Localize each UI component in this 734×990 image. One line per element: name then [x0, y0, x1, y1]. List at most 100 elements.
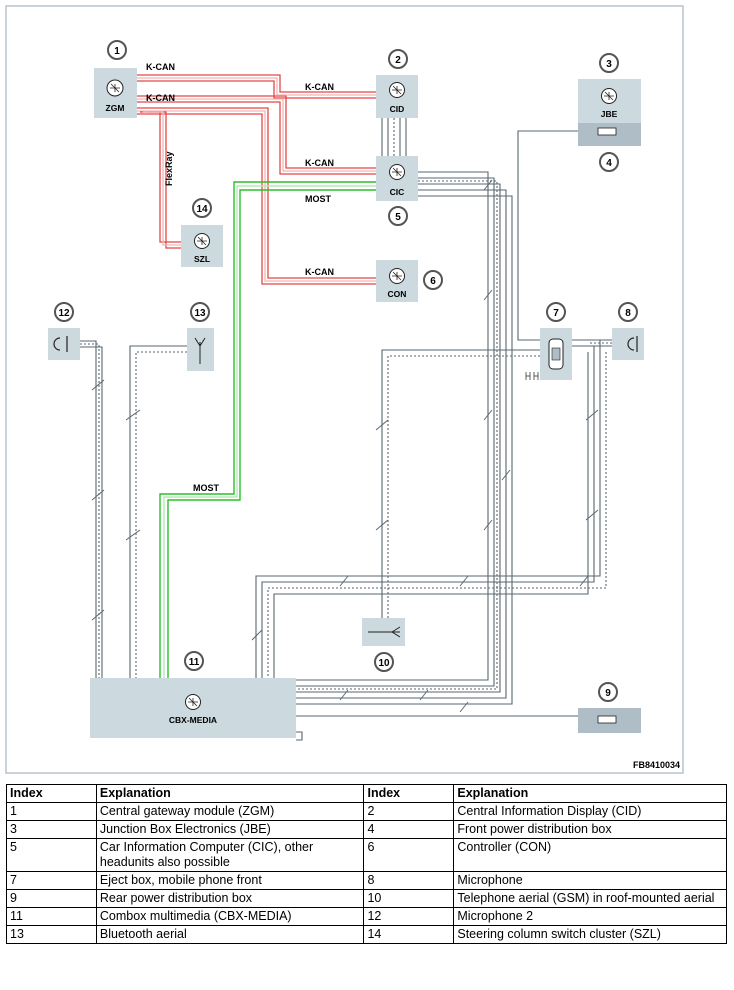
legend-explanation: Junction Box Electronics (JBE) — [95, 820, 365, 839]
index-markers: 1 2 3 4 5 6 7 8 9 10 11 12 13 14 — [54, 40, 638, 702]
kcan-label: K-CAN — [146, 93, 175, 103]
module-szl-label: SZL — [194, 254, 210, 264]
legend-explanation: Eject box, mobile phone front — [95, 871, 365, 890]
legend-row: 1 Central gateway module (ZGM) 2 Central… — [6, 802, 727, 821]
legend-row: 5 Car Information Computer (CIC), other … — [6, 838, 727, 872]
telephone-aerial — [362, 618, 405, 646]
bluetooth-aerial — [187, 328, 214, 371]
legend-explanation: Controller (CON) — [453, 838, 727, 872]
marker-7: 7 — [546, 302, 566, 322]
marker-10: 10 — [374, 652, 394, 672]
svg-text:11: 11 — [189, 657, 200, 668]
microphone-2 — [48, 328, 80, 360]
legend-explanation: Central Information Display (CID) — [453, 802, 727, 821]
legend-index: 8 — [363, 871, 455, 890]
svg-text:2: 2 — [395, 55, 401, 66]
flexray-wiring — [140, 111, 181, 249]
module-cbx-label: CBX-MEDIA — [169, 715, 217, 725]
legend-row: 7 Eject box, mobile phone front 8 Microp… — [6, 871, 727, 890]
module-con-label: CON — [388, 289, 407, 299]
legend-index: 9 — [6, 889, 97, 908]
legend-index: 4 — [363, 820, 455, 839]
marker-4: 4 — [599, 152, 619, 172]
legend-index: 10 — [363, 889, 455, 908]
module-zgm-label: ZGM — [106, 103, 125, 113]
legend-index: 5 — [6, 838, 97, 872]
svg-text:5: 5 — [395, 212, 401, 223]
legend-explanation: Car Information Computer (CIC), other he… — [95, 838, 365, 872]
legend-explanation: Telephone aerial (GSM) in roof-mounted a… — [453, 889, 727, 908]
module-cid-label: CID — [390, 104, 405, 114]
legend-header-index: Index — [6, 784, 97, 803]
kcan-label: K-CAN — [305, 267, 334, 277]
legend-index: 14 — [363, 925, 455, 944]
svg-text:4: 4 — [606, 158, 612, 169]
legend-header-explanation: Explanation — [95, 784, 365, 803]
svg-text:1: 1 — [114, 46, 120, 57]
svg-text:10: 10 — [378, 658, 390, 669]
marker-2: 2 — [388, 49, 408, 69]
legend-index: 3 — [6, 820, 97, 839]
legend-explanation: Bluetooth aerial — [95, 925, 365, 944]
rear-power-distribution-box — [578, 708, 641, 733]
marker-5: 5 — [388, 206, 408, 226]
legend-index: 11 — [6, 907, 97, 926]
legend-row: 13 Bluetooth aerial 14 Steering column s… — [6, 925, 727, 944]
svg-text:7: 7 — [553, 308, 559, 319]
legend-index: 12 — [363, 907, 455, 926]
legend-index: 1 — [6, 802, 97, 821]
marker-3: 3 — [599, 53, 619, 73]
legend-explanation: Combox multimedia (CBX-MEDIA) — [95, 907, 365, 926]
legend-header-row: Index Explanation Index Explanation — [6, 784, 727, 803]
kcan-wiring — [137, 74, 376, 285]
most-label: MOST — [193, 483, 220, 493]
kcan-label: K-CAN — [146, 62, 175, 72]
flexray-label: FlexRay — [164, 151, 174, 186]
wiring-diagram: K-CAN K-CAN K-CAN K-CAN K-CAN MOST MOST … — [5, 5, 684, 774]
module-cic: CIC — [376, 156, 418, 201]
module-zgm: ZGM — [94, 68, 137, 118]
legend-table: Index Explanation Index Explanation 1 Ce… — [6, 784, 727, 944]
marker-6: 6 — [423, 270, 443, 290]
marker-9: 9 — [598, 682, 618, 702]
legend-explanation: Front power distribution box — [453, 820, 727, 839]
fuse-icon — [597, 715, 617, 724]
module-jbe: JBE — [578, 79, 641, 146]
legend-explanation: Microphone — [453, 871, 727, 890]
marker-13: 13 — [190, 302, 210, 322]
legend-row: 3 Junction Box Electronics (JBE) 4 Front… — [6, 820, 727, 839]
svg-text:14: 14 — [196, 204, 208, 215]
legend-explanation: Rear power distribution box — [95, 889, 365, 908]
legend-row: 11 Combox multimedia (CBX-MEDIA) 12 Micr… — [6, 907, 727, 926]
legend-header-index: Index — [363, 784, 455, 803]
legend-row: 9 Rear power distribution box 10 Telepho… — [6, 889, 727, 908]
bundle-ticks — [91, 179, 599, 713]
svg-text:9: 9 — [605, 688, 611, 699]
legend-explanation: Central gateway module (ZGM) — [95, 802, 365, 821]
eject-box — [525, 328, 572, 380]
diagram-frame — [5, 5, 684, 774]
marker-12: 12 — [54, 302, 74, 322]
kcan-label: K-CAN — [305, 158, 334, 168]
legend-index: 2 — [363, 802, 455, 821]
legend-header-explanation: Explanation — [453, 784, 727, 803]
module-cbx-media: CBX-MEDIA — [90, 678, 296, 738]
microphone-1 — [612, 328, 644, 360]
module-szl: SZL — [181, 225, 223, 267]
kcan-label: K-CAN — [305, 82, 334, 92]
legend-index: 7 — [6, 871, 97, 890]
figure-code: FB8410034 — [633, 760, 680, 770]
module-jbe-label: JBE — [601, 109, 618, 119]
svg-text:12: 12 — [58, 308, 70, 319]
marker-8: 8 — [618, 302, 638, 322]
svg-text:3: 3 — [606, 59, 612, 70]
marker-1: 1 — [107, 40, 127, 60]
marker-14: 14 — [192, 198, 212, 218]
most-wiring — [159, 181, 376, 680]
svg-text:6: 6 — [430, 276, 436, 287]
module-cic-label: CIC — [390, 187, 405, 197]
marker-11: 11 — [184, 651, 204, 671]
legend-explanation: Microphone 2 — [453, 907, 727, 926]
fuse-icon — [597, 127, 617, 136]
signal-wiring — [80, 118, 612, 741]
